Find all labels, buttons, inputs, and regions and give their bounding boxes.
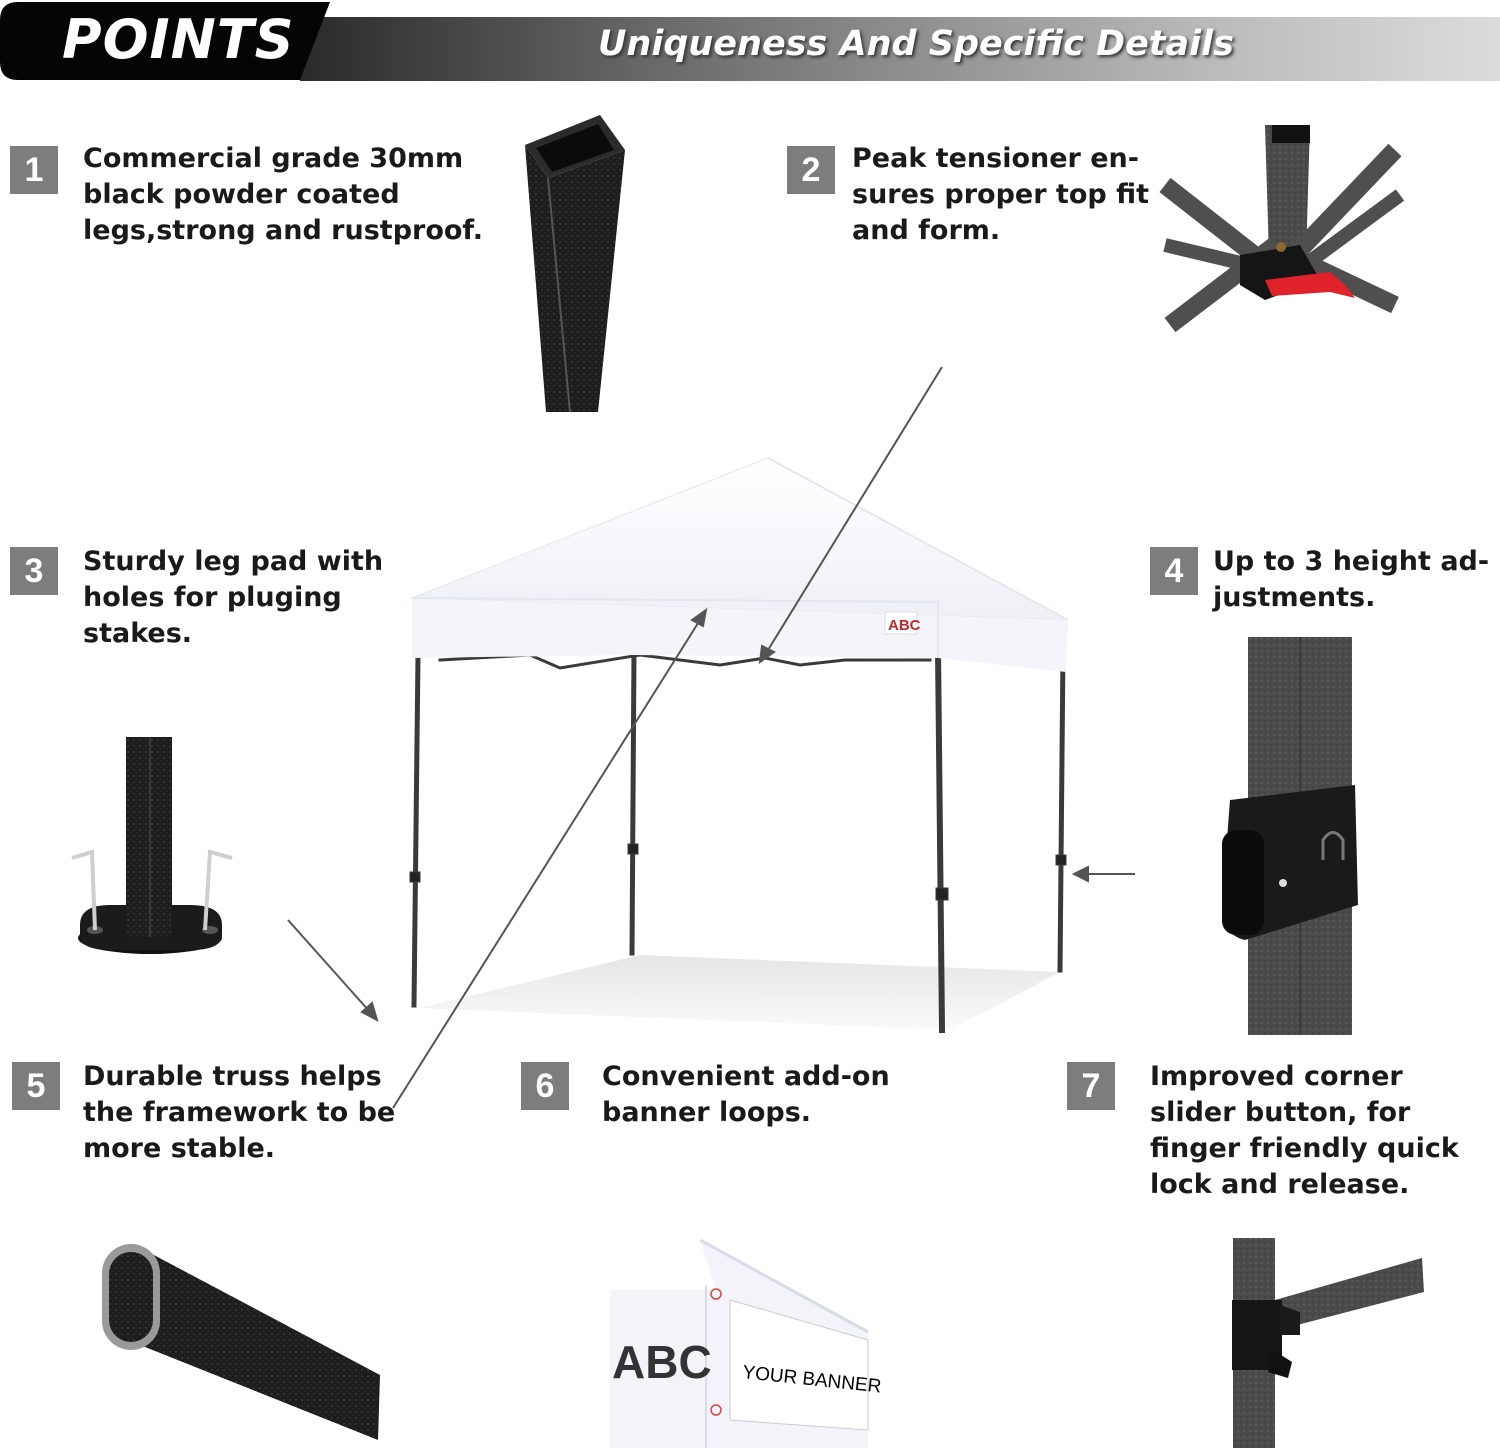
- feature-3-number: 3: [10, 547, 58, 595]
- feature-7-line: Improved corner: [1150, 1061, 1403, 1092]
- feature-2-number: 2: [787, 146, 835, 194]
- feature-2-line: and form.: [852, 215, 1001, 246]
- feature-7-line: lock and release.: [1150, 1169, 1410, 1200]
- feature-1-number: 1: [10, 146, 58, 194]
- feature-7-line: finger friendly quick: [1150, 1133, 1459, 1164]
- peak-tensioner-image: [1159, 125, 1405, 333]
- feature-5-number: 5: [12, 1062, 60, 1110]
- feature-5-line: Durable truss helps: [83, 1061, 382, 1092]
- feature-3-line: Sturdy leg pad with: [83, 546, 384, 577]
- feature-7-text: Improved corner slider button, for finge…: [1150, 1059, 1459, 1203]
- feature-5-line: the framework to be: [83, 1097, 396, 1128]
- feature-5-line: more stable.: [83, 1133, 276, 1164]
- feature-6-line: Convenient add-on: [602, 1061, 890, 1092]
- leg-pad-image: [71, 737, 233, 954]
- header-title: POINTS: [62, 8, 295, 71]
- feature-1-text: Commercial grade 30mm black powder coate…: [83, 141, 483, 249]
- feature-3-line: stakes.: [83, 618, 193, 649]
- banner-loop-image: ABC YOUR BANNER: [610, 1238, 882, 1448]
- leg-tube-image: [525, 115, 625, 413]
- header-title-background: [0, 2, 330, 80]
- feature-4-number: 4: [1150, 547, 1198, 595]
- banner-logo: ABC: [612, 1336, 712, 1388]
- feature-2-text: Peak tensioner en- sures proper top fit …: [852, 141, 1149, 249]
- canopy-shadow: [420, 955, 1060, 1030]
- header-subtitle: Uniqueness And Specific Details: [598, 24, 1234, 64]
- height-adjuster-image: [1222, 637, 1358, 1035]
- feature-1-line: legs,strong and rustproof.: [83, 215, 483, 246]
- header-bar: [300, 17, 1500, 81]
- corner-slider-image: [1232, 1238, 1424, 1448]
- canopy-image: ABC: [411, 457, 1069, 672]
- feature-7-number: 7: [1067, 1062, 1115, 1110]
- feature-3-line: holes for pluging: [83, 582, 342, 613]
- feature-6-text: Convenient add-on banner loops.: [602, 1059, 890, 1131]
- truss-tube-image: [102, 1244, 380, 1440]
- feature-6-number: 6: [521, 1062, 569, 1110]
- feature-5-text: Durable truss helps the framework to be …: [83, 1059, 395, 1167]
- feature-7-line: slider button, for: [1150, 1097, 1411, 1128]
- feature-2-line: Peak tensioner en-: [852, 143, 1139, 174]
- pointer-arrows: [287, 366, 1135, 1109]
- canopy-frame: [409, 646, 1067, 1034]
- feature-1-line: Commercial grade 30mm: [83, 143, 464, 174]
- canopy-logo: ABC: [888, 617, 921, 634]
- feature-3-text: Sturdy leg pad with holes for pluging st…: [83, 544, 383, 652]
- feature-4-line: Up to 3 height ad-: [1213, 546, 1490, 577]
- feature-4-line: justments.: [1213, 582, 1376, 613]
- feature-1-line: black powder coated: [83, 179, 400, 210]
- feature-4-text: Up to 3 height ad- justments.: [1213, 544, 1489, 616]
- feature-2-line: sures proper top fit: [852, 179, 1150, 210]
- feature-6-line: banner loops.: [602, 1097, 812, 1128]
